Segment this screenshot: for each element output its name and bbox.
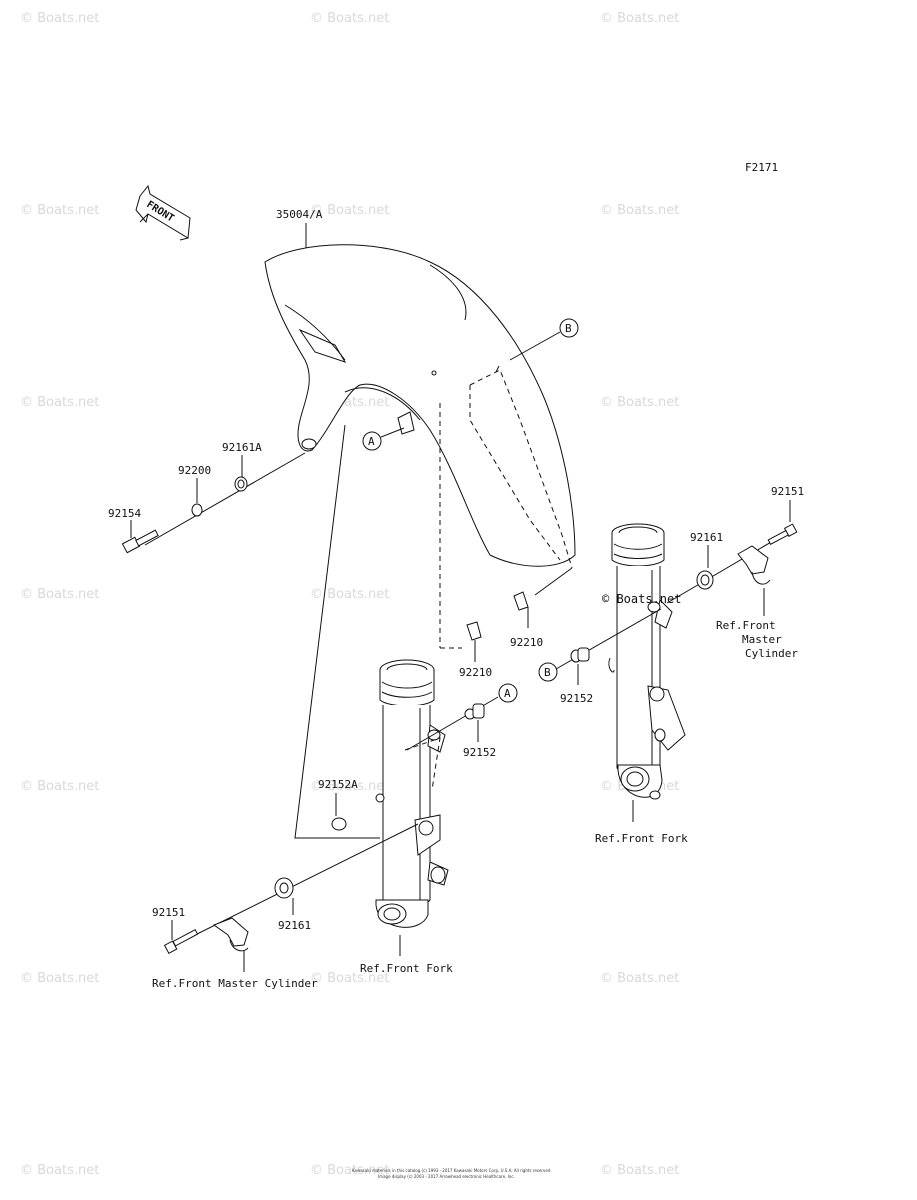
master-cylinder-clamp-right [737,545,771,585]
part-label-35004: 35004/A [276,208,323,221]
watermark: © Boats.net [310,1163,389,1178]
part-label-92210-right: 92210 [510,636,543,649]
watermark: © Boats.net [600,1163,679,1178]
ref-label-front-fork-left: Ref.Front Fork [360,962,453,975]
callout-a-fork [498,683,518,703]
collar-92152-right [570,647,590,663]
callout-a-fender-label: A [368,435,375,448]
front-fender [264,244,576,567]
callout-a-fender [362,431,382,451]
part-label-92210-center: 92210 [459,666,492,679]
part-label-92151-right: 92151 [771,485,804,498]
watermark: © Boats.net [20,779,99,794]
ref-label-front-fork-right: Ref.Front Fork [595,832,688,845]
watermark: © Boats.net [600,971,679,986]
watermark: © Boats.net [600,11,679,26]
damper-92161-bottom [274,877,294,899]
damper-92161-right [696,570,714,590]
washer-92200 [191,503,203,517]
clip-92210-right [513,591,529,611]
bolt-92154 [121,529,159,554]
part-label-92152-right: 92152 [560,692,593,705]
watermark: © Boats.net [20,971,99,986]
part-label-92151-bottom: 92151 [152,906,185,919]
part-label-92152a: 92152A [318,778,358,791]
watermark: © Boats.net [310,587,389,602]
callout-b-top [559,318,579,338]
part-label-92152-center: 92152 [463,746,496,759]
ref-label-master-cylinder-bottom: Ref.Front Master Cylinder [152,977,318,990]
callout-b-fork-label: B [544,666,551,679]
watermark: © Boats.net [310,779,389,794]
ref-label-master-cylinder-right-1: Ref.Front [716,619,776,632]
callout-b-fork [538,662,558,682]
callout-b-top-label: B [565,322,572,335]
footer-line-2: Image display (c) 2003 - 2017 Arrowhead … [378,1174,515,1179]
watermark: © Boats.net [20,587,99,602]
watermark: © Boats.net [310,203,389,218]
part-label-92200: 92200 [178,464,211,477]
ref-label-master-cylinder-right-3: Cylinder [745,647,798,660]
part-label-92161-right: 92161 [690,531,723,544]
bolt-92151-bottom [163,929,199,954]
right-fork-tube [608,523,686,800]
damper-92161a [234,476,248,492]
part-label-92161-bottom: 92161 [278,919,311,932]
part-label-92161a: 92161A [222,441,262,454]
left-fork-tube [375,659,449,928]
watermark: © Boats.net [20,203,99,218]
watermark: © Boats.net [20,1163,99,1178]
clip-92210-center [466,621,482,641]
watermark: © Boats.net [600,395,679,410]
master-cylinder-clamp-bottom [212,917,249,952]
watermark: © Boats.net [600,203,679,218]
collar-92152-center [464,703,485,720]
footer-line-1: Kawasaki materials in this catalog (c) 1… [352,1168,552,1173]
ref-label-master-cylinder-right-2: Master [742,633,782,646]
callout-a-fork-label: A [504,687,511,700]
watermark: © Boats.net [310,11,389,26]
figure-code: F2171 [745,161,778,174]
watermarks: © Boats.net © Boats.net © Boats.net © Bo… [20,11,679,1178]
front-arrow-icon: FRONT [135,184,191,241]
watermark: © Boats.net [20,395,99,410]
watermark: © Boats.net [310,971,389,986]
bolt-92151-right [767,523,798,546]
collar-92152a [331,817,347,831]
part-label-92154: 92154 [108,507,141,520]
copyright-text: © Boats.net [602,592,681,606]
watermark: © Boats.net [20,11,99,26]
